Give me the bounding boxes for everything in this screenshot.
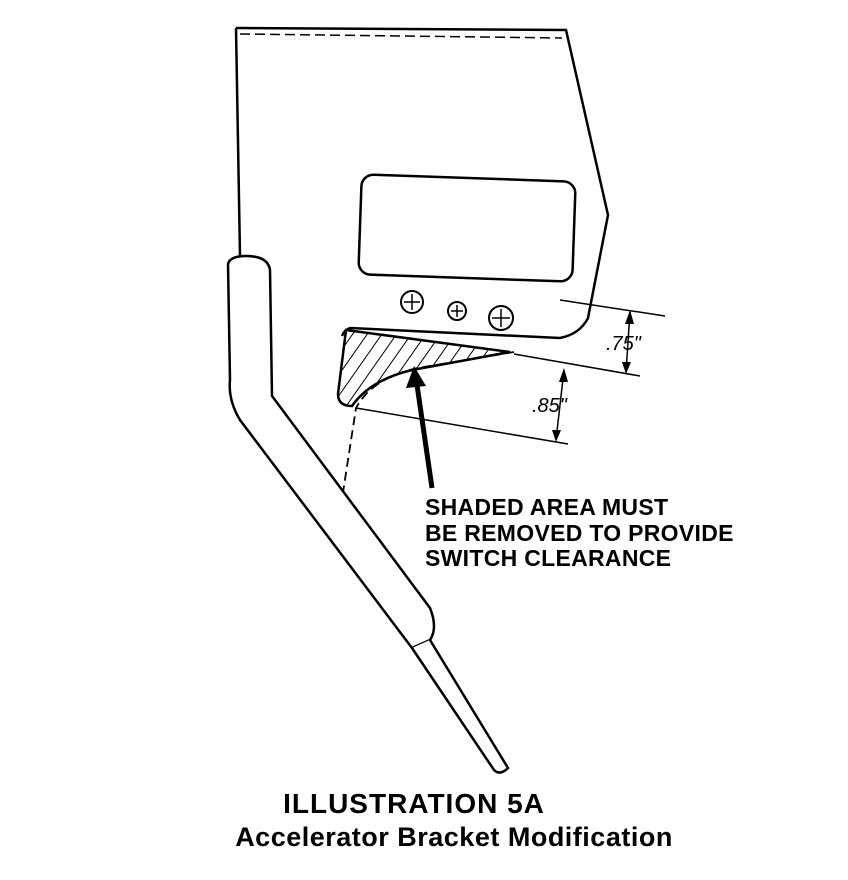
screw-middle (447, 301, 467, 321)
plate-left-edge (234, 27, 242, 257)
illustration-subtitle: Accelerator Bracket Modification (235, 822, 673, 852)
dimension-upper (513, 299, 666, 377)
dimension-lower-label: .85" (532, 395, 568, 417)
plate-top-dashed (239, 33, 563, 39)
bracket-plate (235, 26, 610, 340)
plate-window (357, 173, 577, 283)
bracket-arm (226, 254, 436, 650)
note-leader-arrow (406, 366, 435, 489)
accelerator-rod (410, 639, 510, 774)
screw-right (488, 305, 514, 331)
illustration-title: ILLUSTRATION 5A (283, 788, 545, 819)
note-line-1: SHADED AREA MUST (425, 494, 668, 520)
note-line-2: BE REMOVED TO PROVIDE (425, 520, 734, 546)
dimension-upper-label: .75" (606, 333, 642, 355)
note-line-3: SWITCH CLEARANCE (425, 545, 671, 571)
screw-left (400, 290, 424, 314)
dimension-lower (355, 368, 569, 445)
shaded-removal-area (336, 328, 511, 408)
